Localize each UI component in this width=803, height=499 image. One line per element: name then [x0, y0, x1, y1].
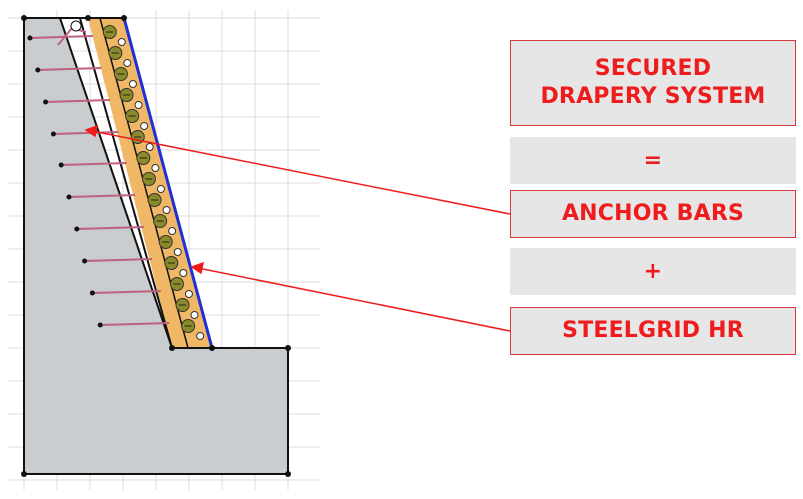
mesh-node	[168, 227, 177, 235]
node	[21, 471, 27, 477]
anchor-end-node	[43, 99, 49, 105]
anchor-bar	[29, 35, 93, 39]
anchor-bar	[37, 67, 102, 71]
arrowhead-steelgrid	[190, 261, 204, 275]
node	[121, 15, 127, 21]
secured-drapery-system-label: SECURED DRAPERY SYSTEM	[510, 40, 796, 126]
anchor-end-node	[97, 322, 103, 328]
anchor-end-node	[58, 162, 64, 168]
anchor-end-node	[82, 258, 88, 264]
mesh-node	[173, 248, 182, 256]
anchor-end-node	[74, 226, 80, 232]
mesh-node	[134, 101, 143, 109]
anchor-bar	[92, 290, 161, 294]
anchor-bar	[68, 194, 136, 198]
anchor-end-node	[27, 35, 33, 41]
anchor-end-node	[66, 194, 72, 200]
node	[285, 345, 291, 351]
mesh-node	[123, 59, 132, 67]
mesh-node	[156, 185, 165, 193]
node	[285, 471, 291, 477]
top-hook-ring	[70, 20, 82, 32]
corner-nodes	[21, 15, 291, 477]
mesh-node	[145, 143, 154, 151]
anchor-bar	[84, 258, 153, 262]
mesh-node	[179, 269, 188, 277]
arrow-anchor-bars	[91, 130, 511, 215]
arrow-steelgrid	[197, 267, 511, 332]
mesh-node	[128, 80, 137, 88]
steelgrid-hr-label: STEELGRID HR	[510, 307, 796, 355]
anchor-bar	[45, 99, 110, 103]
mesh-node	[196, 332, 205, 340]
anchor-end-node	[35, 67, 41, 73]
anchor-bar	[76, 226, 144, 230]
anchor-bar	[100, 322, 170, 326]
anchor-bar	[61, 162, 127, 166]
anchor-bars-group	[27, 35, 170, 328]
node	[85, 15, 91, 21]
plus-label: +	[510, 248, 796, 295]
arrowhead-anchor-bars	[84, 124, 98, 138]
steelgrid-mesh-line	[122, 17, 214, 349]
anchor-end-node	[89, 290, 95, 296]
drapery-inner-edge	[79, 17, 173, 349]
anchor-bars-label: ANCHOR BARS	[510, 190, 796, 238]
callout-arrows	[84, 124, 511, 332]
mesh-node	[151, 164, 160, 172]
mesh-node	[140, 122, 149, 130]
mesh-node	[184, 290, 193, 298]
mesh-node	[162, 206, 171, 214]
node	[209, 345, 215, 351]
anchor-bar	[53, 131, 119, 135]
equals-label: =	[510, 137, 796, 184]
drapery-blocks-group	[102, 25, 205, 340]
node	[21, 15, 27, 21]
node	[169, 345, 175, 351]
mesh-node	[117, 38, 126, 46]
anchor-end-node	[50, 131, 56, 137]
mesh-node	[190, 311, 199, 319]
